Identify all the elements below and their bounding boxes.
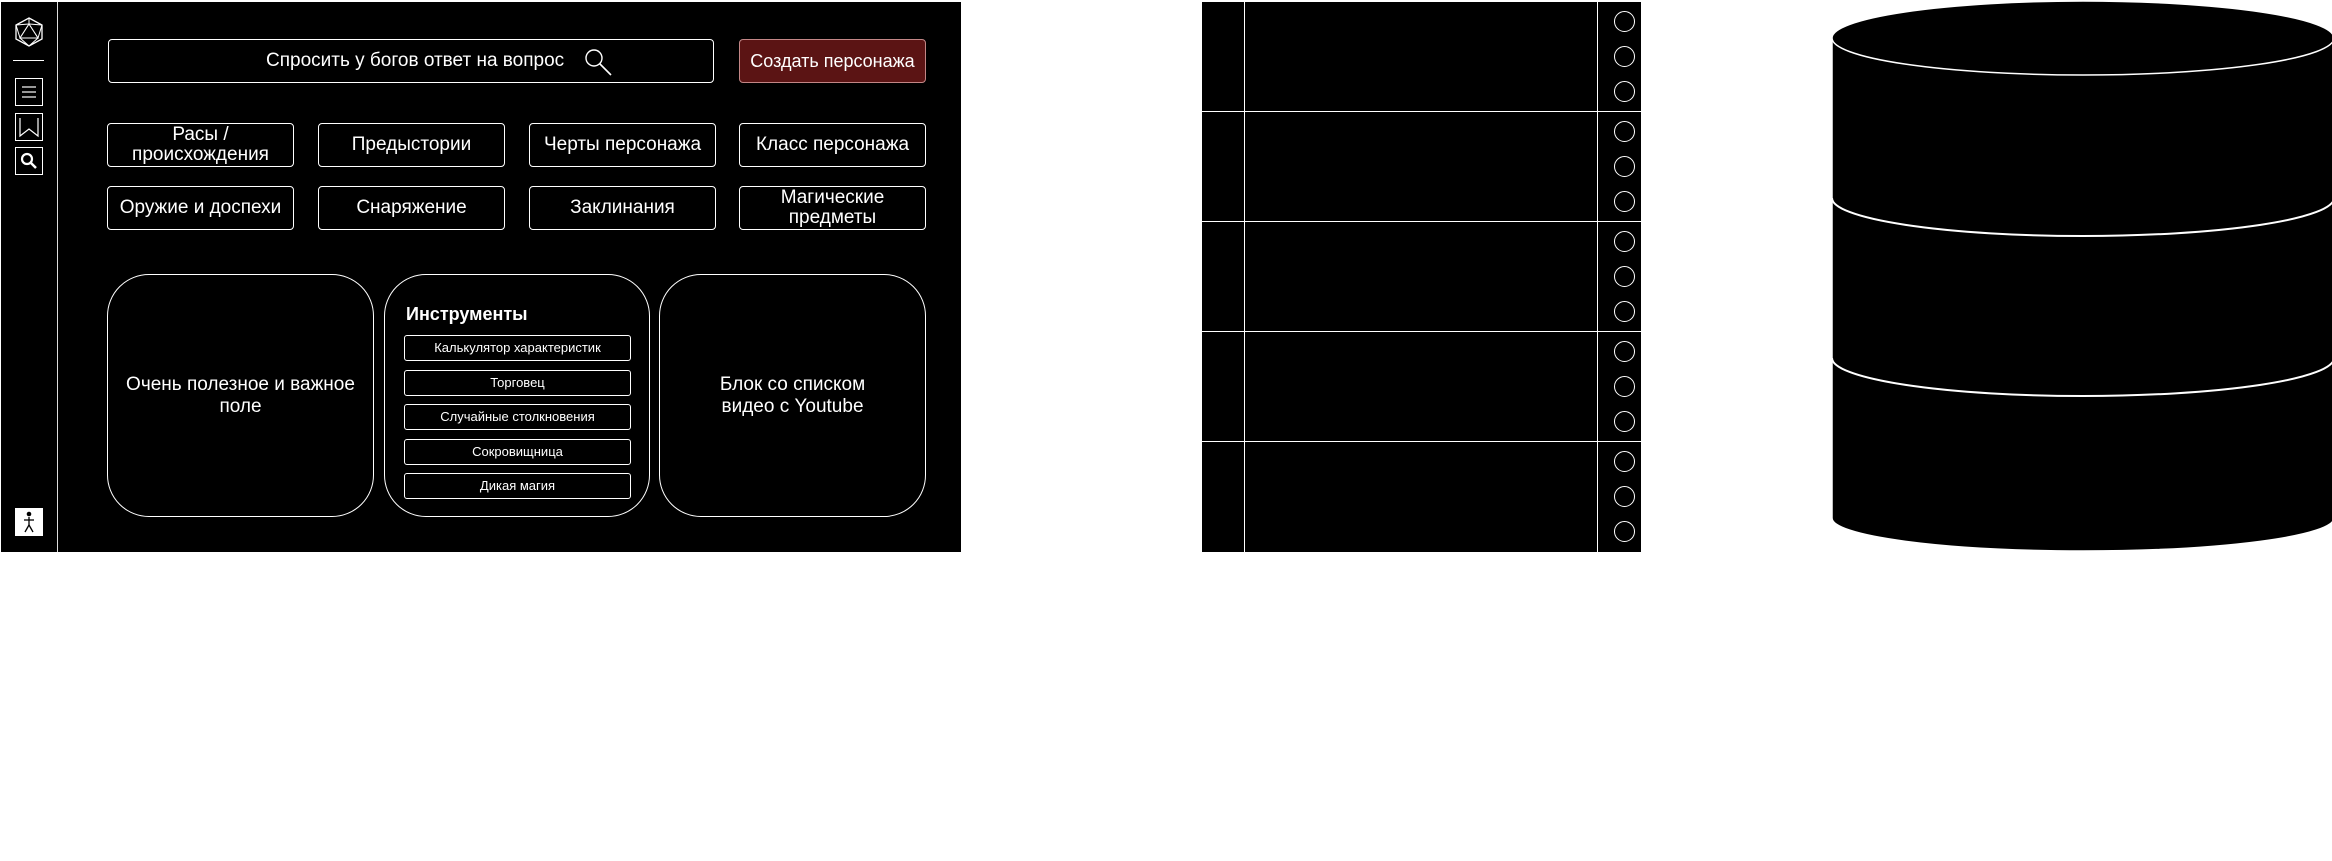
column-mockup xyxy=(1202,2,1641,552)
column-row xyxy=(1202,112,1641,222)
search-input[interactable]: Спросить у богов ответ на вопрос xyxy=(108,39,714,83)
sidebar xyxy=(1,2,58,552)
category-equipment-button[interactable]: Снаряжение xyxy=(318,186,505,230)
column-row xyxy=(1202,2,1641,112)
create-character-button[interactable]: Создать персонажа xyxy=(739,39,926,83)
useful-field-panel: Очень полезное и важное поле xyxy=(107,274,374,517)
category-spells-button[interactable]: Заклинания xyxy=(529,186,716,230)
category-magic-items-button[interactable]: Магические предметы xyxy=(739,186,926,230)
radio-button[interactable] xyxy=(1614,301,1635,322)
category-weapons-button[interactable]: Оружие и доспехи xyxy=(107,186,294,230)
youtube-videos-panel: Блок со списком видео с Youtube xyxy=(659,274,926,517)
category-backgrounds-button[interactable]: Предыстории xyxy=(318,123,505,167)
menu-icon[interactable] xyxy=(15,78,43,106)
main-app-mockup: Спросить у богов ответ на вопрос Создать… xyxy=(1,2,961,552)
column-right-divider xyxy=(1597,2,1598,552)
column-row xyxy=(1202,442,1641,552)
category-traits-button[interactable]: Черты персонажа xyxy=(529,123,716,167)
column-left-divider xyxy=(1244,2,1245,552)
category-class-button[interactable]: Класс персонажа xyxy=(739,123,926,167)
tools-panel: Инструменты Калькулятор характеристик То… xyxy=(384,274,650,517)
radio-button[interactable] xyxy=(1614,486,1635,507)
category-races-button[interactable]: Расы / происхождения xyxy=(107,123,294,167)
tool-ability-calculator-button[interactable]: Калькулятор характеристик xyxy=(404,335,631,361)
radio-button[interactable] xyxy=(1614,81,1635,102)
useful-field-text: Очень полезное и важное поле xyxy=(126,373,355,417)
column-row xyxy=(1202,332,1641,442)
radio-button[interactable] xyxy=(1614,191,1635,212)
radio-button[interactable] xyxy=(1614,411,1635,432)
radio-button[interactable] xyxy=(1614,11,1635,32)
bookmark-icon[interactable] xyxy=(15,113,43,141)
radio-button[interactable] xyxy=(1614,341,1635,362)
d20-dice-icon[interactable] xyxy=(13,16,45,48)
accessibility-icon[interactable] xyxy=(15,508,43,536)
column-row xyxy=(1202,222,1641,332)
radio-button[interactable] xyxy=(1614,156,1635,177)
search-icon[interactable] xyxy=(15,147,43,175)
tool-random-encounters-button[interactable]: Случайные столкновения xyxy=(404,404,631,430)
tools-title: Инструменты xyxy=(406,304,528,324)
youtube-videos-text: Блок со списком видео с Youtube xyxy=(719,373,866,417)
sidebar-divider xyxy=(13,60,44,61)
radio-button[interactable] xyxy=(1614,451,1635,472)
radio-button[interactable] xyxy=(1614,231,1635,252)
radio-button[interactable] xyxy=(1614,521,1635,542)
database-cylinder-icon xyxy=(1831,0,2332,552)
radio-button[interactable] xyxy=(1614,266,1635,287)
radio-button[interactable] xyxy=(1614,46,1635,67)
radio-button[interactable] xyxy=(1614,376,1635,397)
radio-button[interactable] xyxy=(1614,121,1635,142)
tool-wild-magic-button[interactable]: Дикая магия xyxy=(404,473,631,499)
tool-merchant-button[interactable]: Торговец xyxy=(404,370,631,396)
search-icon[interactable] xyxy=(583,47,615,79)
search-label: Спросить у богов ответ на вопрос xyxy=(266,50,565,71)
tool-treasury-button[interactable]: Сокровищница xyxy=(404,439,631,465)
